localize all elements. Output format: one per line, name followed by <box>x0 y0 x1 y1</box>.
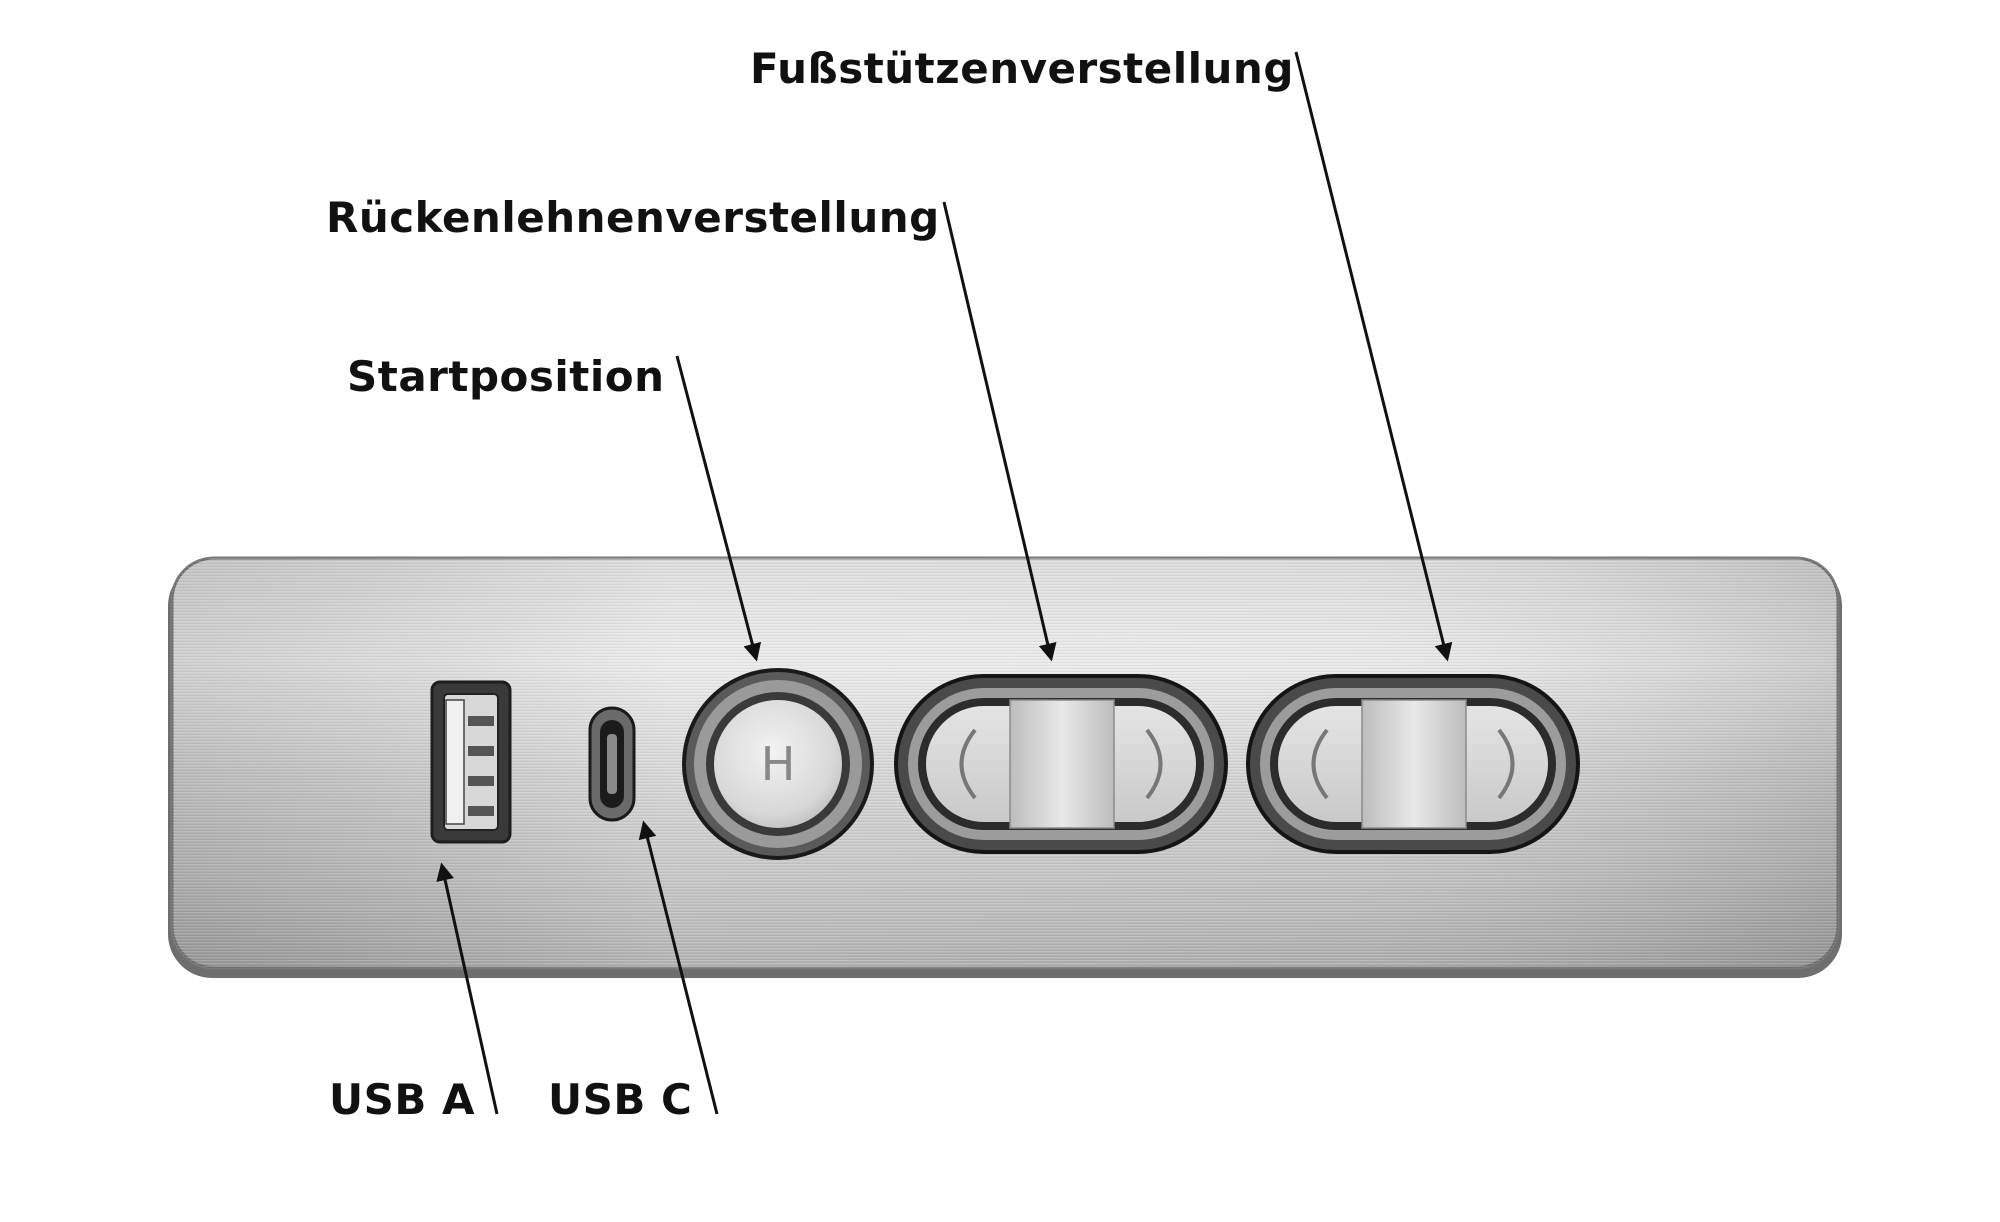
rocker-left-arrow-icon <box>1311 728 1329 800</box>
home-button-letter: H <box>760 737 796 791</box>
arrow-usb-c <box>638 820 719 1115</box>
label-footrest-adjustment: Fußstützenverstellung <box>750 44 1294 93</box>
arrow-backrest <box>942 201 1057 662</box>
rocker-right-arrow-icon <box>1497 728 1515 800</box>
usb-c-port[interactable] <box>588 706 636 822</box>
label-backrest-adjustment: Rückenlehnenverstellung <box>326 193 940 242</box>
label-usb-c: USB C <box>548 1075 693 1124</box>
arrow-startposition <box>675 355 762 662</box>
footrest-rocker[interactable] <box>1246 674 1580 854</box>
backrest-rocker[interactable] <box>894 674 1228 854</box>
arrow-footrest <box>1294 51 1453 662</box>
arrow-usb-a <box>436 862 499 1115</box>
label-start-position: Startposition <box>347 352 665 401</box>
usb-a-port[interactable] <box>430 680 512 844</box>
rocker-right-arrow-icon <box>1145 728 1163 800</box>
label-usb-a: USB A <box>329 1075 475 1124</box>
rocker-left-arrow-icon <box>959 728 977 800</box>
home-button[interactable] <box>682 668 874 860</box>
